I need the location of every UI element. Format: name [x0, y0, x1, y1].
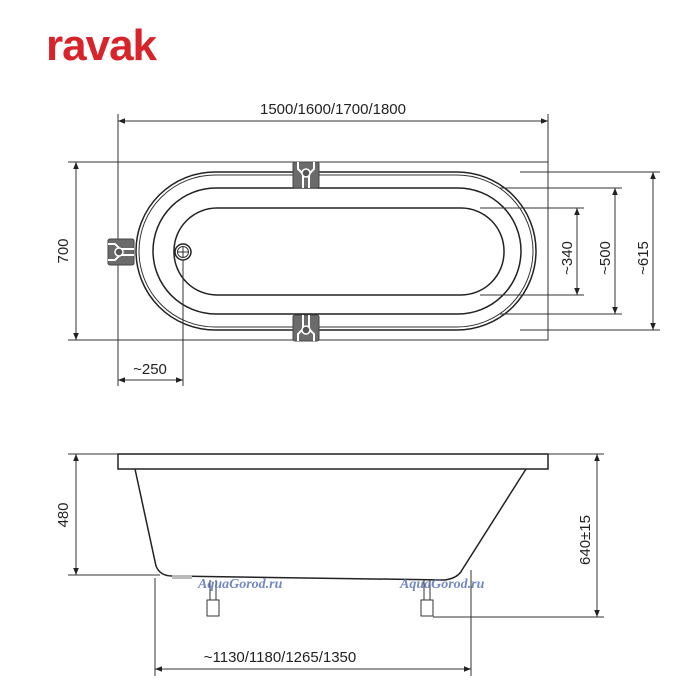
leg-icon [420, 580, 434, 617]
watermark: AquaGorod.ru [399, 577, 485, 592]
bracket-icon [107, 238, 135, 266]
side-view: 480 640±15 ~1130/1180/1265/1350 AquaGoro… [55, 453, 604, 676]
oval-rim-outer [135, 171, 537, 331]
leg-span-dimension: ~1130/1180/1265/1350 [204, 649, 357, 666]
middle-width-dimension: ~500 [597, 241, 614, 275]
tub-rim-side [117, 453, 549, 470]
bracket-icon [292, 314, 320, 342]
leg-icon [206, 580, 220, 617]
depth-dimension: 480 [55, 502, 72, 527]
outer-width-dimension: ~615 [635, 241, 652, 275]
bracket-icon [292, 161, 320, 189]
watermark: AquaGorod.ru [197, 577, 283, 592]
oval-basin-inner [173, 207, 505, 296]
height-dimension: 640±15 [577, 515, 594, 565]
inner-width-dimension: ~340 [559, 241, 576, 275]
oval-rim-middle [152, 187, 522, 315]
drain-offset-dimension: ~250 [133, 361, 167, 378]
drain-icon [174, 243, 192, 261]
width-dimension: 700 [55, 238, 72, 263]
top-view: 1500/1600/1700/1800 700 ~250 ~340 ~500 ~… [55, 101, 660, 386]
tub-body-side [134, 468, 527, 581]
ravak-logo: ravak [46, 21, 158, 70]
length-dimension: 1500/1600/1700/1800 [260, 101, 406, 118]
